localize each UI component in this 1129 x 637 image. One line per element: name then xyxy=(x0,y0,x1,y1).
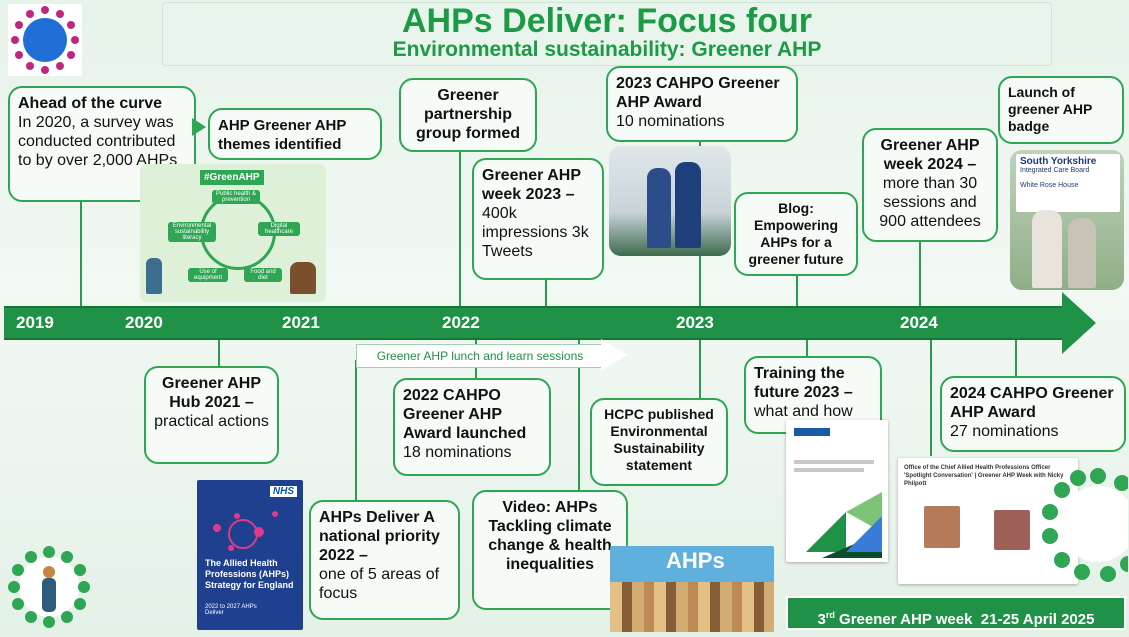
event-title: Greener AHP week 2023 – xyxy=(482,167,581,203)
dots-ring-icon xyxy=(11,6,79,74)
poster-text: Office of the Chief Allied Health Profes… xyxy=(904,465,1064,487)
timeline-arrow xyxy=(4,306,1066,340)
event-ahead-of-curve: Ahead of the curve In 2020, a survey was… xyxy=(8,86,196,202)
year-label: 2021 xyxy=(282,313,320,332)
header-banner: AHPs Deliver: Focus four Environmental s… xyxy=(162,2,1052,66)
year-label: 2020 xyxy=(125,313,163,332)
footer-banner: 3rd Greener AHP week 21-25 April 2025 xyxy=(786,596,1126,630)
nhs-strategy-document: NHS The Allied Health Professions (AHPs)… xyxy=(197,480,303,630)
event-title: Training the future 2023 – xyxy=(754,365,853,401)
sign-text: Integrated Care Board xyxy=(1020,167,1090,174)
person-figure-icon xyxy=(1032,210,1062,288)
event-badge: Launch of greener AHP badge xyxy=(998,76,1124,144)
year-label: 2024 xyxy=(900,313,938,332)
training-document xyxy=(786,420,888,562)
page-subtitle: Environmental sustainability: Greener AH… xyxy=(392,38,822,61)
doc-logo-icon xyxy=(794,428,830,436)
people-figure-icon xyxy=(146,258,162,294)
hashtag-label: #GreenAHP xyxy=(200,170,264,185)
event-title: Ahead of the curve xyxy=(18,95,163,112)
event-hcpc: HCPC published Environmental Sustainabil… xyxy=(590,398,728,486)
event-themes: AHP Greener AHP themes identified xyxy=(208,108,382,160)
dots-ring-icon xyxy=(1042,468,1128,582)
event-hub-2021: Greener AHP Hub 2021 – practical actions xyxy=(144,366,279,464)
document-title: The Allied Health Professions (AHPs) Str… xyxy=(205,558,294,590)
badge-launch-photo: South Yorkshire Integrated Care Board Wh… xyxy=(1010,150,1124,290)
video-banner-text: AHPs xyxy=(666,548,725,573)
timeline-arrow-head xyxy=(1062,292,1096,354)
person-figure-icon xyxy=(1068,218,1096,288)
footer-ordinal: rd xyxy=(825,610,835,620)
event-partnership: Greener partnership group formed xyxy=(399,78,537,152)
event-text: more than 30 sessions and 900 attendees xyxy=(879,175,981,230)
event-text: In 2020, a survey was conducted contribu… xyxy=(18,114,178,169)
nhs-logo: NHS xyxy=(269,486,297,497)
event-award-2024: 2024 CAHPO Greener AHP Award 27 nominati… xyxy=(940,376,1126,452)
spotlight-conversation-poster: Office of the Chief Allied Health Profes… xyxy=(898,458,1078,584)
sign-text: White Rose House xyxy=(1020,182,1079,189)
greener-ahp-badge-bottom-right xyxy=(1028,460,1128,596)
video-thumbnail: AHPs xyxy=(610,546,774,632)
event-text: what and how xyxy=(754,403,853,420)
people-crowd-icon xyxy=(610,582,774,632)
event-text: 10 nominations xyxy=(616,113,725,130)
footer-text: Greener AHP week 21-25 April 2025 xyxy=(834,611,1095,628)
theme-label: Public health & prevention xyxy=(212,190,260,204)
page-title: AHPs Deliver: Focus four xyxy=(402,2,812,40)
arrow-icon xyxy=(192,118,206,136)
event-video: Video: AHPs Tackling climate change & he… xyxy=(472,490,628,610)
event-week-2024: Greener AHP week 2024 – more than 30 ses… xyxy=(862,128,998,242)
event-title: 2022 CAHPO Greener AHP Award launched xyxy=(403,387,527,442)
event-title: AHP Greener AHP themes identified xyxy=(218,117,347,153)
theme-label: Use of equipment xyxy=(188,268,228,282)
dots-ring-icon xyxy=(213,511,278,551)
award-photo-2023 xyxy=(609,146,731,256)
event-award-2022: 2022 CAHPO Greener AHP Award launched 18… xyxy=(393,378,551,476)
green-ahp-themes-graphic: #GreenAHP Public health & prevention Env… xyxy=(140,164,326,302)
event-text: practical actions xyxy=(154,413,269,430)
event-title: Greener AHP Hub 2021 – xyxy=(162,375,261,411)
lunch-learn-banner: Greener AHP lunch and learn sessions xyxy=(356,344,604,368)
theme-label: Environmental sustainability literacy xyxy=(168,222,216,242)
event-text: 18 nominations xyxy=(403,444,512,461)
people-figure-icon xyxy=(290,262,316,294)
sign-text: South Yorkshire xyxy=(1020,156,1097,167)
event-title: Launch of greener AHP badge xyxy=(1008,84,1093,134)
event-title: HCPC published Environmental Sustainabil… xyxy=(604,406,714,473)
sign-board: South Yorkshire Integrated Care Board Wh… xyxy=(1016,154,1120,212)
event-national-priority: AHPs Deliver A national priority 2022 – … xyxy=(309,500,460,620)
lunch-learn-arrow-head xyxy=(601,339,627,371)
event-blog: Blog: Empowering AHPs for a greener futu… xyxy=(734,192,858,276)
speaker-photo-icon xyxy=(924,506,960,548)
event-text: one of 5 areas of focus xyxy=(319,566,440,602)
greener-ahp-badge-bottom-left xyxy=(6,544,92,630)
event-title: Greener AHP week 2024 – xyxy=(880,137,980,173)
dots-ring-icon xyxy=(8,546,90,628)
theme-label: Food and diet xyxy=(244,268,282,282)
event-title: 2024 CAHPO Greener AHP Award xyxy=(950,385,1114,421)
event-text: 27 nominations xyxy=(950,423,1059,440)
event-title: Video: AHPs Tackling climate change & he… xyxy=(488,499,612,573)
event-title: AHPs Deliver A national priority 2022 – xyxy=(319,509,440,564)
greener-ahp-logo-top xyxy=(8,4,82,76)
event-title: Blog: Empowering AHPs for a greener futu… xyxy=(748,200,844,267)
event-title: 2023 CAHPO Greener AHP Award xyxy=(616,75,780,111)
event-text: 400k impressions 3k Tweets xyxy=(482,205,589,260)
person-figure-icon xyxy=(675,162,701,248)
year-label: 2022 xyxy=(442,313,480,332)
speaker-photo-icon xyxy=(994,510,1030,550)
person-figure-icon xyxy=(647,168,671,248)
theme-label: Digital healthcare xyxy=(258,222,300,236)
event-award-2023: 2023 CAHPO Greener AHP Award 10 nominati… xyxy=(606,66,798,142)
event-week-2023: Greener AHP week 2023 – 400k impressions… xyxy=(472,158,604,280)
year-label: 2023 xyxy=(676,313,714,332)
year-label: 2019 xyxy=(16,313,54,332)
footer-number: 3 xyxy=(817,611,826,628)
document-sub: 2022 to 2027 AHPs Deliver xyxy=(205,604,257,616)
triangles-graphic-icon xyxy=(806,492,882,558)
event-title: Greener partnership group formed xyxy=(416,87,520,142)
